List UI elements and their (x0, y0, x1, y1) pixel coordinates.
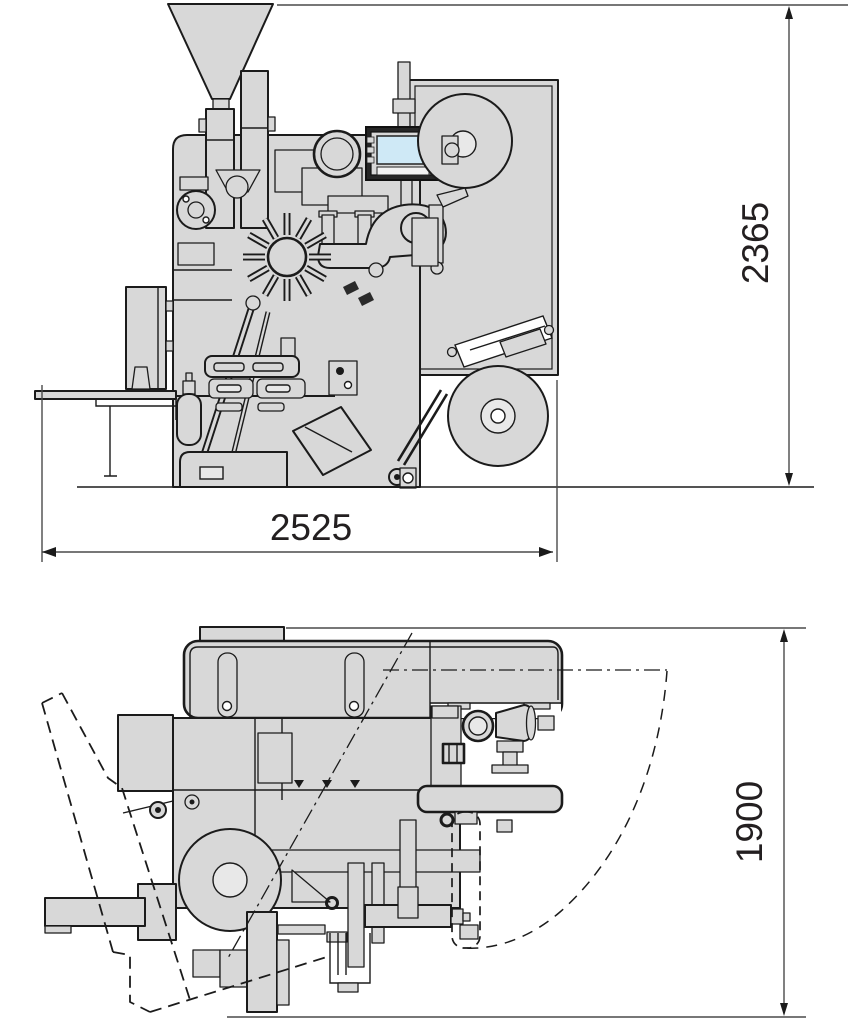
plan-left-block (117, 714, 200, 819)
body-detail-lines (173, 242, 232, 301)
side-elevation-view: 2365 2525 (34, 3, 848, 562)
base-plate (179, 451, 288, 488)
hopper-funnel (167, 3, 274, 111)
left-flange (176, 176, 216, 230)
left-cabinet (125, 286, 174, 390)
tray-conveyor (155, 337, 358, 412)
paper-reel-upper (417, 93, 513, 189)
plan-back-block (182, 626, 564, 720)
dimension-label-depth: 1900 (729, 781, 770, 863)
dimension-height: 2365 (277, 4, 848, 486)
star-wheel-hub (266, 236, 308, 278)
discharge-chute (292, 281, 449, 486)
plan-feed-wheel (178, 828, 282, 932)
paper-reel-lower (399, 365, 549, 489)
arrow-down-icon (780, 1003, 788, 1016)
plan-left-arm (44, 883, 177, 941)
center-lines (227, 632, 667, 959)
vertical-cylinder (176, 372, 202, 446)
arrow-right-icon (539, 547, 553, 557)
door-swing-arc (451, 670, 668, 949)
star-wheel (243, 213, 331, 301)
sealing-unit (411, 217, 555, 368)
arrow-left-icon (42, 547, 56, 557)
arrow-down-icon (785, 473, 793, 486)
plan-side-table (416, 784, 564, 814)
dimension-label-height: 2365 (735, 202, 776, 284)
hmi-pole-upper (397, 61, 411, 129)
dimension-width: 2525 (41, 380, 558, 562)
plan-top-view: 1900 (41, 626, 806, 1018)
feed-ducts (198, 70, 276, 229)
arrow-up-icon (780, 629, 788, 642)
star-wheel-spokes (243, 213, 331, 301)
plan-bottom-bar (246, 911, 290, 1013)
feed-ball (225, 175, 249, 199)
arrow-up-icon (785, 6, 793, 19)
dimension-depth: 1900 (227, 627, 806, 1018)
open-door-dashed (451, 811, 481, 949)
hmi-button-bar (376, 166, 430, 176)
side-shelf-table (34, 390, 177, 477)
dimension-label-width: 2525 (270, 507, 352, 548)
open-door-outline-left (41, 692, 331, 1013)
plan-right-cluster (416, 704, 564, 940)
